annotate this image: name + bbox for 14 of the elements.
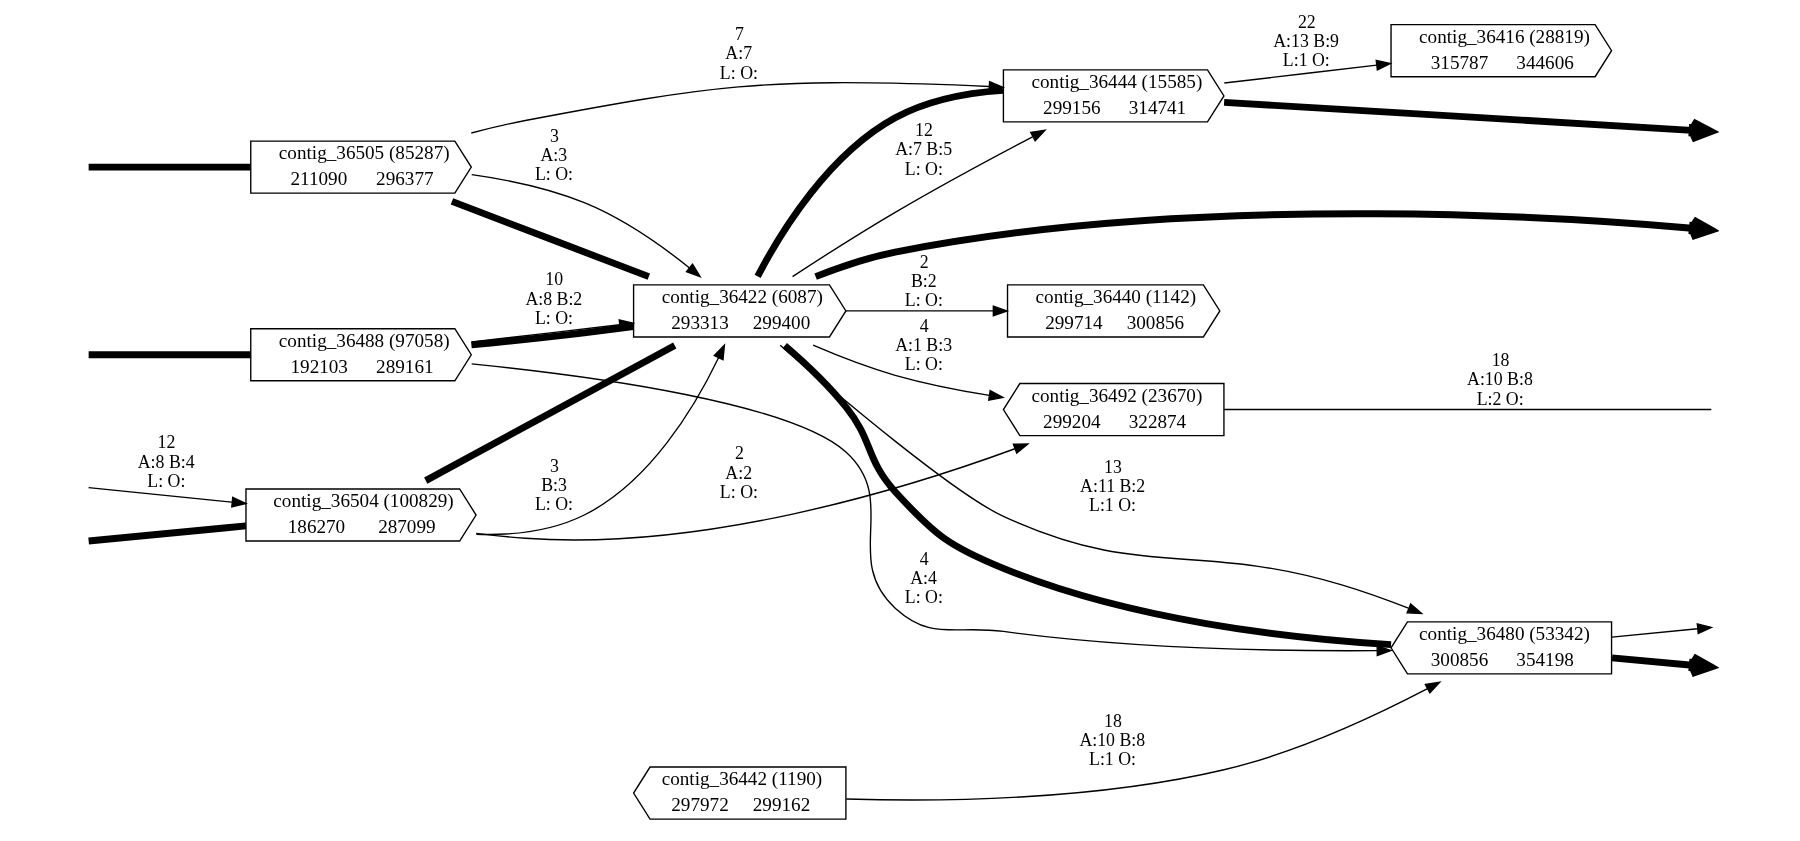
- edge-label: 12 A:7 B:5 L: O:: [895, 120, 953, 179]
- edge-label: 12 A:8 B:4 L: O:: [137, 432, 195, 491]
- edge-label: 3 B:3 L: O:: [534, 455, 574, 515]
- edge-label: 2 B:2 L: O:: [904, 251, 943, 310]
- edge-label: 18 A:10 B:8 L:1 O:: [1079, 710, 1146, 769]
- edge-label: 13 A:11 B:2 L:1 O:: [1080, 457, 1146, 516]
- edge-label: 10 A:8 B:2 L: O:: [525, 269, 583, 328]
- edge-label: 18 A:10 B:8 L:2 O:: [1467, 350, 1533, 409]
- edge-label: 22 A:13 B:9 L:1 O:: [1273, 11, 1340, 71]
- edge-label: 2 A:2 L: O:: [719, 443, 758, 502]
- edge-label: 4 A:1 B:3 L: O:: [895, 316, 953, 375]
- edge-label: 3 A:3 L: O:: [534, 125, 574, 184]
- edge-label: 4 A:4 L: O:: [904, 548, 943, 608]
- edge-label: 7 A:7 L: O:: [719, 24, 758, 83]
